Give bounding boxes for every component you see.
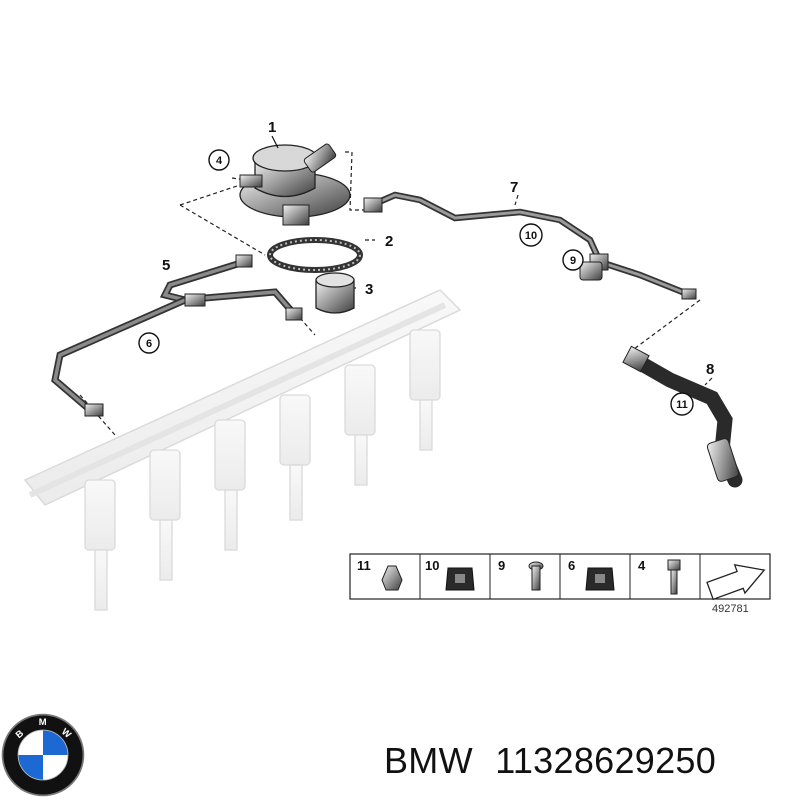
- fuel-line-high-pressure: [363, 191, 697, 300]
- callout-6: 6: [146, 338, 152, 350]
- callout-9-circle: 9: [562, 249, 584, 271]
- high-pressure-pump: [239, 143, 351, 226]
- callout-4: 4: [216, 155, 223, 167]
- callout-4-circle: 4: [208, 149, 230, 171]
- callout-9: 9: [570, 255, 576, 267]
- callout-6-circle: 6: [138, 332, 160, 354]
- grommet-icon: [445, 567, 475, 591]
- bolt-icon: [667, 559, 681, 595]
- callout-1: 1: [268, 119, 276, 136]
- caption-brand: BMW: [384, 740, 473, 781]
- svg-text:M: M: [39, 717, 47, 728]
- callout-10-circle: 10: [519, 223, 543, 247]
- legend-item-label: 4: [638, 558, 646, 573]
- callout-labels: 1 2 3 5 7 8 4 6 10 9 11: [138, 119, 714, 416]
- fuel-line-low-pressure: [51, 254, 303, 417]
- callout-7: 7: [510, 179, 518, 196]
- callout-8: 8: [706, 361, 714, 378]
- bmw-logo-icon: B M W: [1, 713, 85, 797]
- legend-item-label: 11: [357, 558, 371, 573]
- arrow-icon: [706, 564, 766, 601]
- callout-5: 5: [162, 257, 170, 274]
- part-caption: BMW 11328629250: [384, 740, 716, 782]
- sealing-ring: [267, 237, 363, 273]
- callout-2: 2: [385, 233, 393, 250]
- fuel-rail-background: [23, 289, 462, 611]
- roller-tappet: [315, 272, 355, 314]
- legend-item-label: 9: [498, 558, 505, 573]
- parts-legend: 11 10 9 6 4 492781: [349, 553, 771, 615]
- callout-3: 3: [365, 281, 373, 298]
- fuel-hose: [622, 345, 743, 488]
- callout-11: 11: [676, 399, 688, 411]
- callout-11-circle: 11: [670, 392, 694, 416]
- diagram-reference-number: 492781: [712, 603, 749, 615]
- screw-icon: [528, 561, 544, 591]
- legend-item-label: 6: [568, 558, 575, 573]
- grommet-icon: [585, 567, 615, 591]
- callout-10: 10: [525, 230, 537, 242]
- legend-item-label: 10: [425, 558, 439, 573]
- caption-part-number: 11328629250: [495, 740, 717, 781]
- pipe-clip: [579, 261, 603, 281]
- clip-icon: [381, 565, 403, 591]
